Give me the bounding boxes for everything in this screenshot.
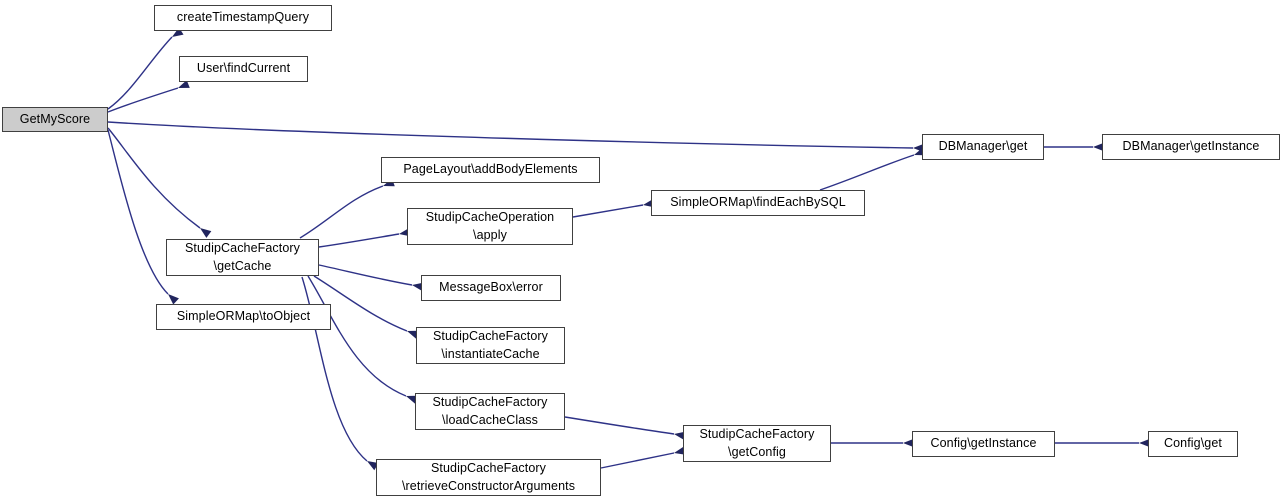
graph-node-studipcachefactory-getcache[interactable]: StudipCacheFactory \getCache xyxy=(166,239,319,276)
call-edge xyxy=(307,275,407,397)
call-edge xyxy=(600,452,675,469)
call-edge xyxy=(107,36,173,110)
call-edge-arrowhead xyxy=(367,461,379,471)
graph-node-messagebox-error[interactable]: MessageBox\error xyxy=(421,275,561,301)
call-edge-arrowhead xyxy=(1093,142,1104,152)
call-edge-arrowhead xyxy=(412,282,424,291)
graph-node-studipcachefactory-loadcacheclass[interactable]: StudipCacheFactory \loadCacheClass xyxy=(415,393,565,430)
graph-node-userfindcurrent[interactable]: User\findCurrent xyxy=(179,56,308,82)
graph-node-simpleormap-findeachbysql[interactable]: SimpleORMap\findEachBySQL xyxy=(651,190,865,216)
call-edge xyxy=(572,204,644,218)
call-edge xyxy=(819,154,915,191)
call-edge-arrowhead xyxy=(407,330,419,339)
graph-node-studipcachefactory-getconfig[interactable]: StudipCacheFactory \getConfig xyxy=(683,425,831,462)
call-edge xyxy=(299,185,384,239)
call-edge-arrowhead xyxy=(406,395,418,404)
call-edge xyxy=(301,276,368,462)
call-edge xyxy=(564,416,675,435)
call-edge xyxy=(107,87,179,113)
call-edge-arrowhead xyxy=(178,80,190,88)
call-edge-arrowhead xyxy=(674,446,686,455)
graph-node-dbmanager-getinstance[interactable]: DBManager\getInstance xyxy=(1102,134,1280,160)
call-edge xyxy=(107,129,169,295)
graph-node-config-get[interactable]: Config\get xyxy=(1148,431,1238,457)
call-edge xyxy=(318,264,413,286)
graph-node-studipcacheoperation-apply[interactable]: StudipCacheOperation \apply xyxy=(407,208,573,245)
call-edge xyxy=(107,127,201,229)
call-edge-arrowhead xyxy=(172,27,184,37)
call-edge xyxy=(313,275,408,332)
graph-node-createtimestampquery[interactable]: createTimestampQuery xyxy=(154,5,332,31)
call-edge-arrowhead xyxy=(1139,438,1150,448)
call-edge xyxy=(107,121,914,149)
call-edge xyxy=(318,233,400,248)
call-edge-arrowhead xyxy=(674,431,686,440)
graph-node-simpleormap-toobject[interactable]: SimpleORMap\toObject xyxy=(156,304,331,330)
graph-node-config-getinstance[interactable]: Config\getInstance xyxy=(912,431,1055,457)
call-edge-arrowhead xyxy=(903,438,914,448)
graph-node-studipcachefactory-instantiatecache[interactable]: StudipCacheFactory \instantiateCache xyxy=(416,327,565,364)
graph-node-getmyscore[interactable]: GetMyScore xyxy=(2,107,108,132)
graph-node-pagelayout-addbodyelements[interactable]: PageLayout\addBodyElements xyxy=(381,157,600,183)
call-edge-arrowhead xyxy=(168,294,179,305)
call-edge-arrowhead xyxy=(200,228,212,238)
graph-node-studipcachefactory-retrieveconstructorarguments[interactable]: StudipCacheFactory \retrieveConstructorA… xyxy=(376,459,601,496)
graph-node-dbmanager-get[interactable]: DBManager\get xyxy=(922,134,1044,160)
